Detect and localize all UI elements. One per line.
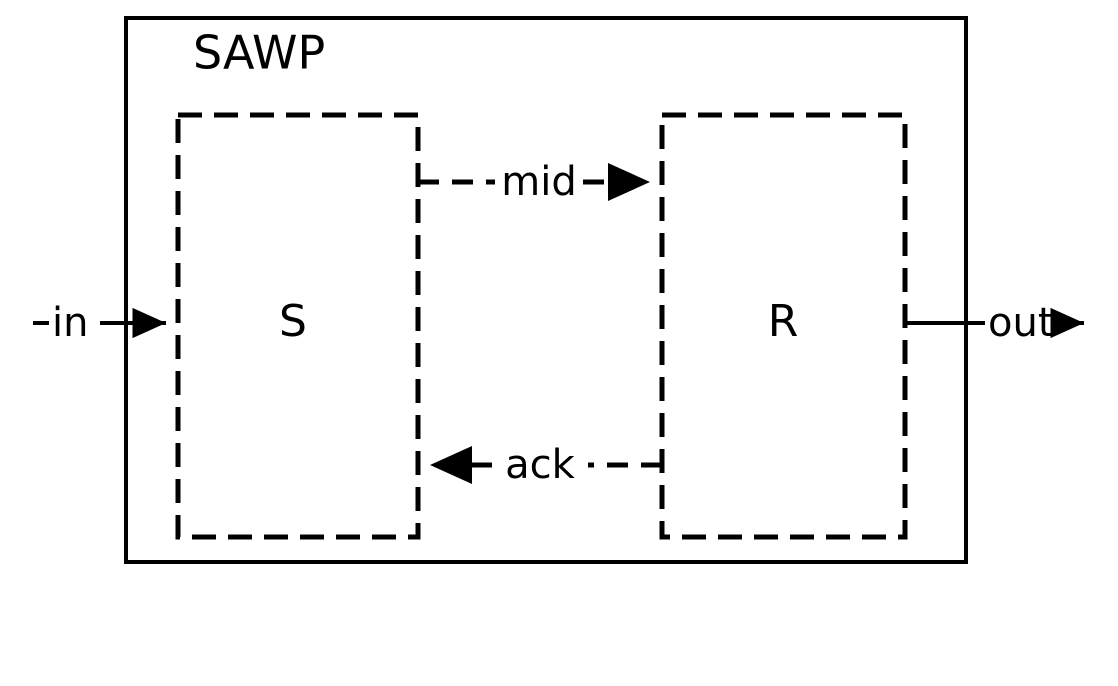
- outer-system-box: [124, 16, 968, 564]
- connection-label-in: in: [52, 300, 88, 346]
- connection-label-mid: mid: [501, 159, 576, 205]
- component-box-r: [659, 112, 908, 540]
- connection-label-ack: ack: [505, 442, 576, 488]
- page-title: SAWP: [193, 26, 325, 80]
- component-label-r: R: [768, 296, 799, 347]
- connection-label-out: out: [988, 300, 1054, 346]
- connection-ack: ack: [429, 442, 662, 488]
- connection-mid: mid: [418, 159, 651, 205]
- connection-out: out: [905, 300, 1085, 346]
- component-box-s: [175, 112, 421, 540]
- component-label-s: S: [279, 296, 307, 347]
- connection-in: in: [33, 300, 167, 346]
